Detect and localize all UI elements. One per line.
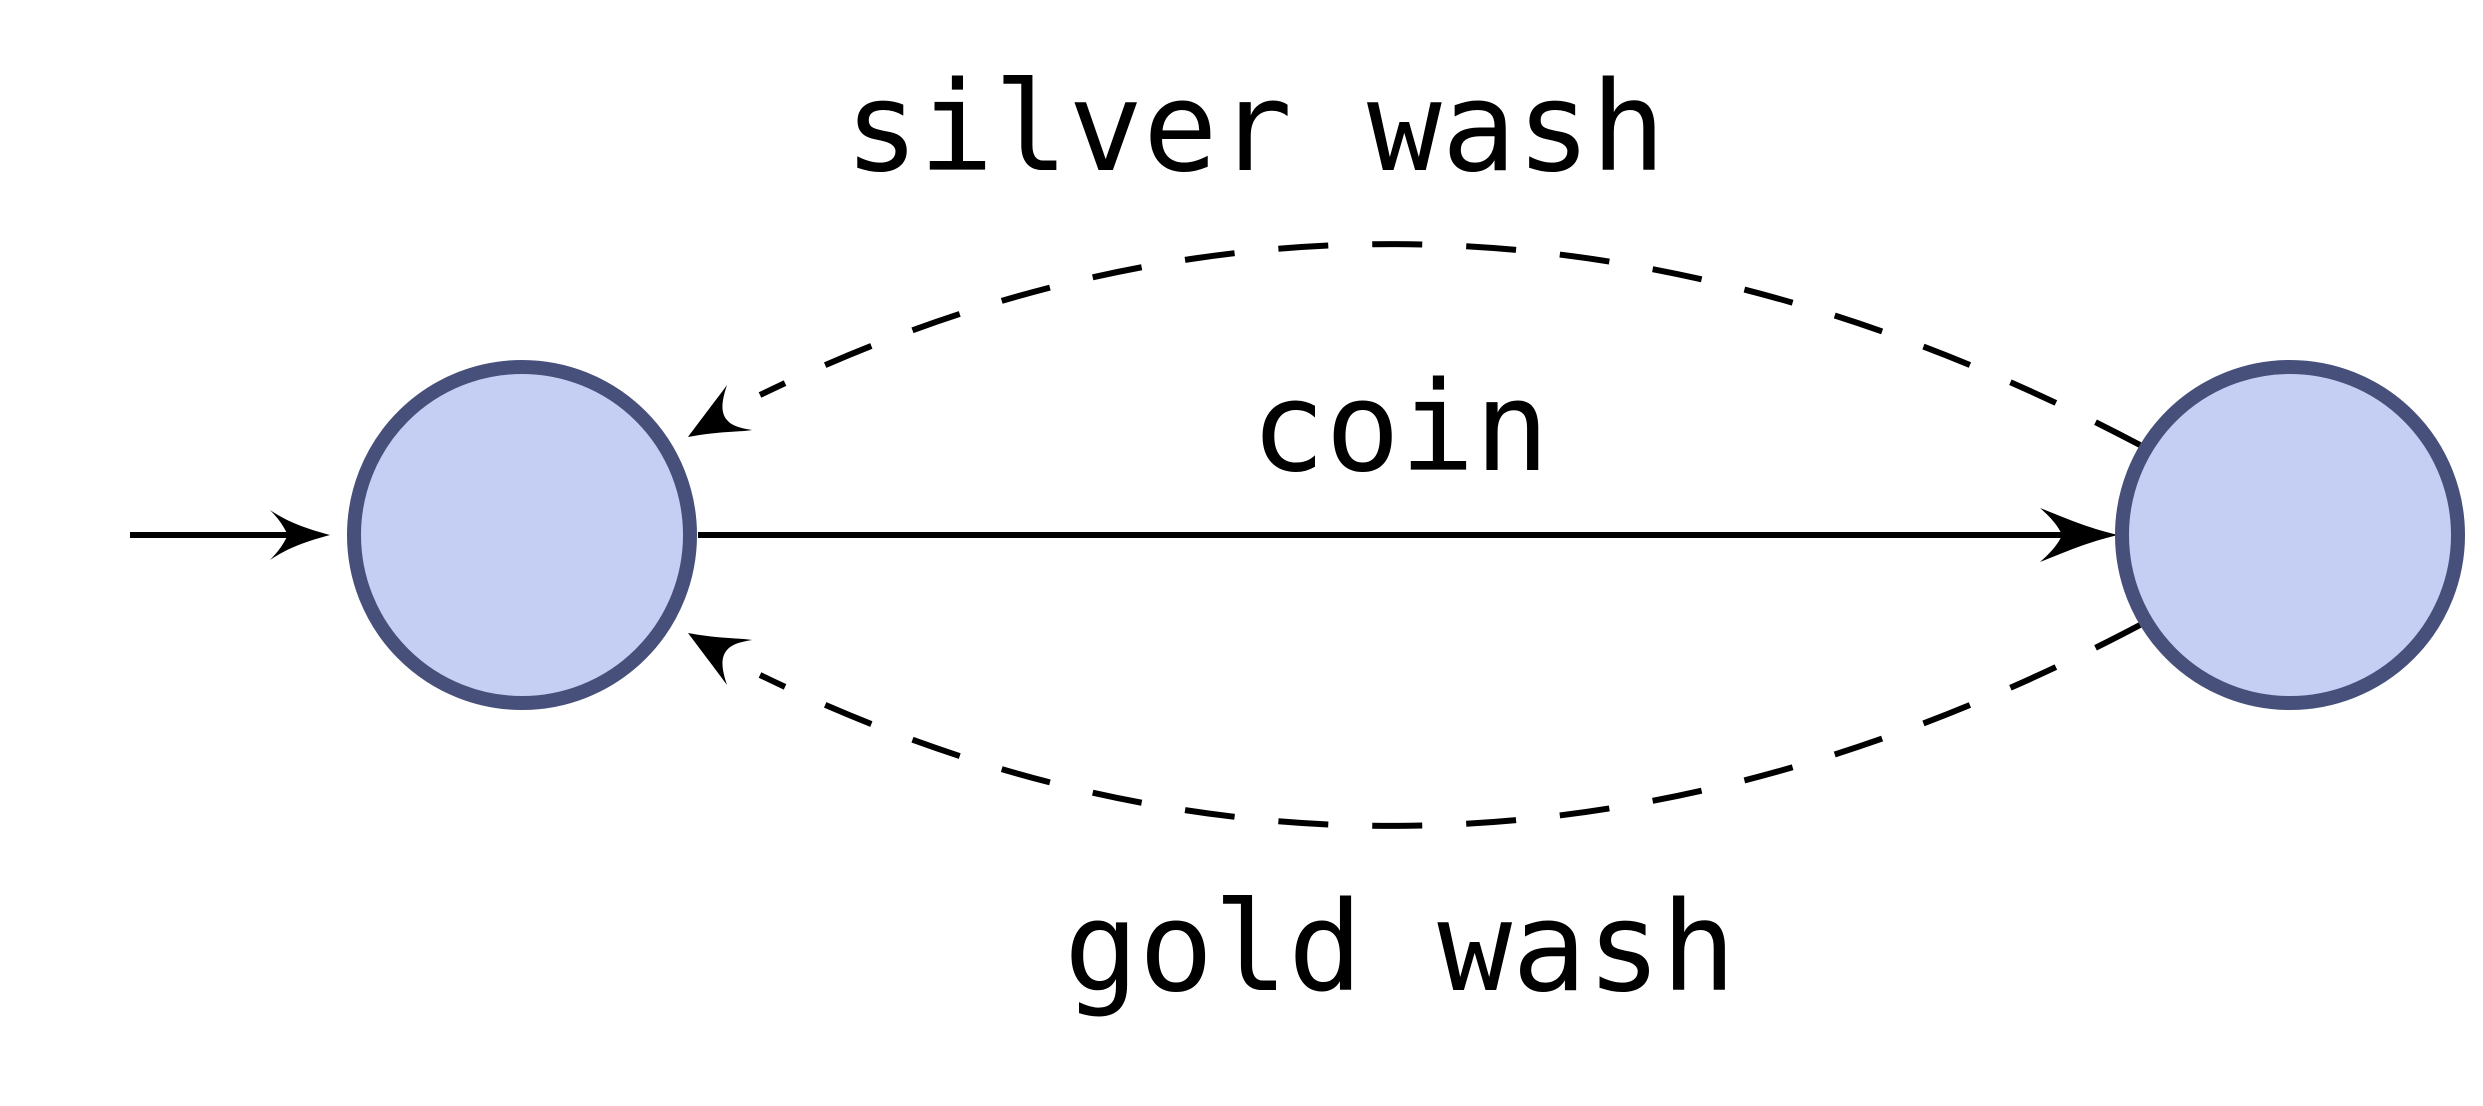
- coin-label: coin: [1251, 356, 1550, 500]
- silver-wash-label: silver wash: [844, 56, 1665, 200]
- silver-wash-edge: [758, 241, 2142, 448]
- gold-wash-edge: [758, 622, 2142, 829]
- silver-wash-arrow-head: [688, 385, 752, 437]
- coin-arrow-head: [2040, 508, 2118, 562]
- state-right[interactable]: [2115, 360, 2465, 710]
- gold-wash-label: gold wash: [1064, 876, 1736, 1020]
- state-left[interactable]: [347, 360, 697, 710]
- gold-wash-arrow-head: [688, 633, 752, 685]
- initial-arrow-head: [270, 510, 330, 560]
